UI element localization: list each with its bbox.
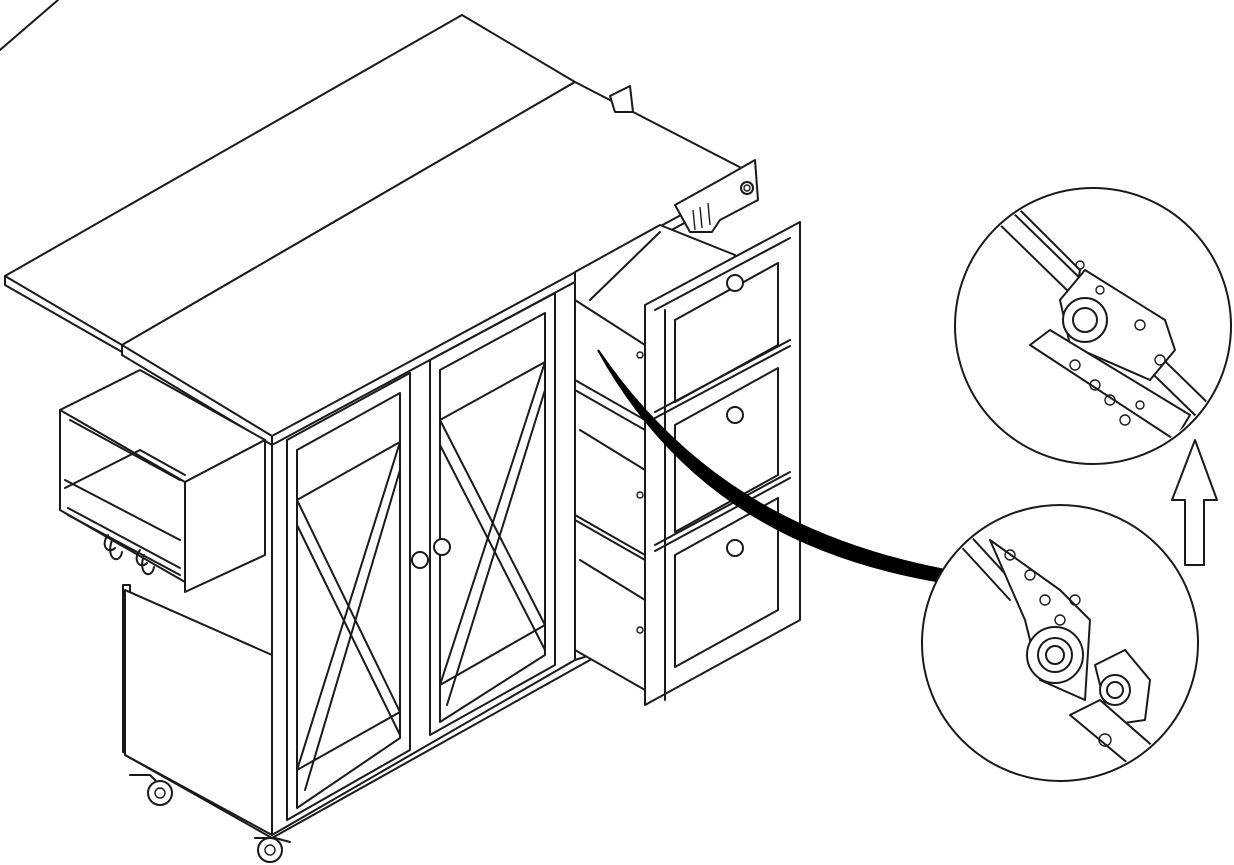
drawer-knob-top [726,274,744,292]
hinge-plate [674,159,759,233]
left-door [286,372,411,821]
corner-line [0,0,59,51]
hook-left [103,534,123,561]
side-shelf [59,369,266,593]
right-door [429,292,556,736]
kitchen-cart [4,14,801,863]
rear-bracket [609,85,634,113]
drawer-knob-bottom [726,539,744,557]
up-arrow-icon [1171,439,1218,566]
drawer-stack [574,221,801,706]
door-knob-right [433,538,451,556]
hinge-knob [740,181,754,195]
left-side-panel [124,589,273,836]
door-knob-left [411,551,429,569]
slide-roller-engaged-icon [989,204,1216,441]
slide-roller-separated-icon [954,529,1181,779]
caster-front [254,837,291,863]
callout-separated [921,504,1199,782]
callout-engaged [954,187,1232,465]
hook-right [135,549,155,576]
caster-left [129,774,173,806]
drawer-knob-middle [726,406,744,424]
